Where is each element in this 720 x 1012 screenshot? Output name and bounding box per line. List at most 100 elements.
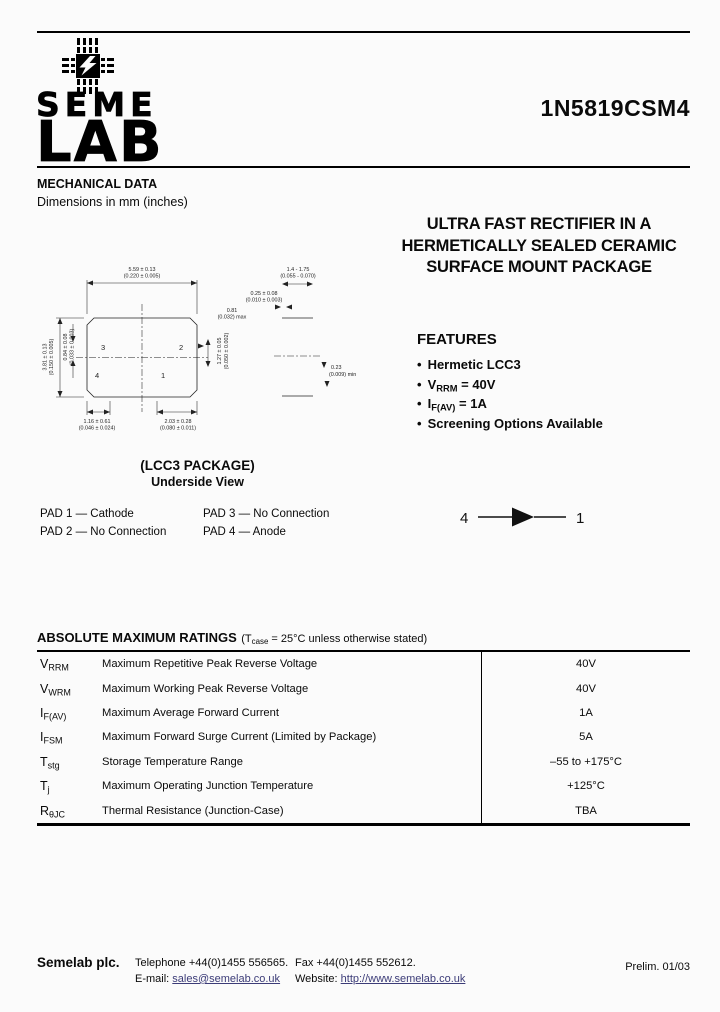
- package-caption-line1: (LCC3 PACKAGE): [140, 458, 255, 473]
- svg-text:4: 4: [95, 371, 99, 380]
- svg-text:(0.220 ± 0.005): (0.220 ± 0.005): [124, 274, 161, 280]
- svg-text:(0.009) min: (0.009) min: [329, 372, 356, 378]
- svg-text:(0.032) max: (0.032) max: [218, 315, 247, 321]
- bullet-icon: •: [417, 357, 422, 372]
- svg-text:(0.033 ± 0.003): (0.033 ± 0.003): [70, 329, 76, 366]
- features-section: FEATURES •Hermetic LCC3 •VRRM = 40V •IF(…: [417, 331, 682, 433]
- rating-value: 5A: [481, 725, 690, 750]
- top-rule: [37, 31, 690, 33]
- svg-text:2.03 ± 0.28: 2.03 ± 0.28: [165, 419, 192, 425]
- table-row: RθJC Thermal Resistance (Junction-Case) …: [37, 798, 690, 823]
- features-title: FEATURES: [417, 331, 497, 348]
- feature-item: •IF(AV) = 1A: [417, 396, 487, 413]
- pad-assignment: PAD 4 — Anode: [203, 525, 286, 538]
- pad-assignment-list: PAD 1 — Cathode PAD 3 — No Connection PA…: [40, 506, 370, 541]
- brand-logo: SEME LAB: [36, 85, 164, 175]
- feature-item: •Screening Options Available: [417, 415, 603, 431]
- svg-text:5.59 ± 0.13: 5.59 ± 0.13: [129, 267, 156, 273]
- footer-website: Website: http://www.semelab.co.uk: [295, 973, 466, 985]
- svg-text:(0.080 ± 0.011): (0.080 ± 0.011): [160, 426, 196, 432]
- svg-text:(0.050 ± 0.002): (0.050 ± 0.002): [224, 333, 230, 370]
- rating-description: Maximum Repetitive Peak Reverse Voltage: [102, 658, 318, 671]
- package-dimension-drawing: 3 2 4 1 5.59 ± 0.13 (0.220 ± 0.005) 3.81…: [40, 262, 370, 449]
- bullet-icon: •: [417, 396, 422, 411]
- brand-line1: SEME: [36, 85, 158, 124]
- svg-text:1.16 ± 0.61: 1.16 ± 0.61: [84, 419, 111, 425]
- svg-text:1.27 ± 0.05: 1.27 ± 0.05: [217, 338, 223, 365]
- footer-email: E-mail: sales@semelab.co.uk: [135, 973, 281, 985]
- diode-pin-left: 4: [460, 510, 468, 527]
- rating-value: +125°C: [481, 774, 690, 799]
- svg-text:(0.010 ± 0.003): (0.010 ± 0.003): [246, 298, 283, 304]
- svg-text:0.23: 0.23: [331, 365, 342, 371]
- ratings-title: ABSOLUTE MAXIMUM RATINGS: [37, 630, 237, 645]
- footer-telephone: Telephone +44(0)1455 556565.: [135, 957, 289, 969]
- rating-value: 40V: [481, 652, 690, 677]
- pad-numbers: 3 2 4 1: [95, 343, 183, 380]
- ratings-table: VRRM Maximum Repetitive Peak Reverse Vol…: [37, 650, 690, 826]
- rating-symbol: Tj: [40, 779, 50, 795]
- pad-assignment: PAD 1 — Cathode: [40, 508, 134, 520]
- website-link[interactable]: http://www.semelab.co.uk: [340, 973, 466, 985]
- package-caption-line2: Underside View: [151, 475, 244, 489]
- mechanical-data-title: MECHANICAL DATA: [37, 177, 158, 191]
- rating-symbol: IF(AV): [40, 706, 67, 722]
- rating-symbol: VRRM: [40, 657, 69, 673]
- rating-description: Thermal Resistance (Junction-Case): [102, 804, 284, 817]
- svg-text:(0.046 ± 0.024): (0.046 ± 0.024): [79, 426, 116, 432]
- rating-symbol: RθJC: [40, 803, 66, 820]
- svg-text:0.81: 0.81: [227, 308, 238, 314]
- revision-label: Prelim. 01/03: [625, 961, 690, 973]
- rating-value: –55 to +175°C: [481, 749, 690, 775]
- rating-description: Storage Temperature Range: [102, 755, 243, 768]
- rating-value: TBA: [481, 798, 690, 823]
- ratings-condition: (Tcase = 25°C unless otherwise stated): [241, 633, 428, 647]
- table-row: IF(AV) Maximum Average Forward Current 1…: [37, 700, 690, 726]
- diode-pin-right: 1: [576, 510, 584, 527]
- header-rule: [37, 166, 690, 168]
- svg-text:1.4 - 1.75: 1.4 - 1.75: [287, 267, 310, 273]
- footer-company: Semelab plc.: [37, 955, 120, 970]
- email-link[interactable]: sales@semelab.co.uk: [172, 973, 281, 985]
- table-row: Tj Maximum Operating Junction Temperatur…: [37, 774, 690, 799]
- rating-value: 1A: [481, 700, 690, 726]
- table-row: IFSM Maximum Forward Surge Current (Limi…: [37, 725, 690, 750]
- page-title-line2: HERMETICALLY SEALED CERAMIC: [401, 236, 677, 255]
- rating-description: Maximum Average Forward Current: [102, 707, 279, 720]
- rating-description: Maximum Working Peak Reverse Voltage: [102, 682, 309, 695]
- footer-fax: Fax +44(0)1455 552612.: [295, 957, 416, 969]
- part-number: 1N5819CSM4: [540, 95, 690, 121]
- page-title: ULTRA FAST RECTIFIER IN A HERMETICALLY S…: [388, 214, 690, 279]
- pad-assignment: PAD 3 — No Connection: [203, 508, 330, 520]
- brand-line2: LAB: [36, 110, 164, 175]
- diode-symbol: 4 1: [458, 502, 593, 539]
- rating-description: Maximum Forward Surge Current (Limited b…: [102, 731, 377, 744]
- package-caption: (LCC3 PACKAGE) Underside View: [100, 457, 295, 490]
- diode-triangle-icon: [512, 507, 534, 527]
- feature-item: •Hermetic LCC3: [417, 357, 521, 372]
- page-title-line1: ULTRA FAST RECTIFIER IN A: [426, 215, 652, 233]
- table-row: VWRM Maximum Working Peak Reverse Voltag…: [37, 676, 690, 701]
- bullet-icon: •: [417, 415, 422, 431]
- pad-assignment: PAD 2 — No Connection: [40, 525, 167, 538]
- feature-item: •VRRM = 40V: [417, 376, 496, 394]
- svg-text:1: 1: [161, 371, 165, 380]
- svg-text:2: 2: [179, 343, 183, 352]
- table-row: Tstg Storage Temperature Range –55 to +1…: [37, 749, 690, 775]
- mechanical-data-heading: MECHANICAL DATA Dimensions in mm (inches…: [37, 175, 188, 211]
- rating-symbol: Tstg: [40, 754, 60, 771]
- svg-text:0.84 ± 0.08: 0.84 ± 0.08: [63, 334, 69, 361]
- rating-symbol: IFSM: [40, 730, 63, 746]
- mechanical-data-subtitle: Dimensions in mm (inches): [37, 195, 188, 209]
- page-title-line3: SURFACE MOUNT PACKAGE: [426, 258, 652, 276]
- semelab-chip-icon: [62, 38, 114, 101]
- svg-text:(0.055 - 0.070): (0.055 - 0.070): [280, 274, 316, 280]
- svg-text:0.25 ± 0.08: 0.25 ± 0.08: [251, 291, 278, 297]
- ratings-heading: ABSOLUTE MAXIMUM RATINGS (Tcase = 25°C u…: [37, 629, 427, 647]
- rating-value: 40V: [481, 676, 690, 701]
- rating-symbol: VWRM: [40, 681, 71, 698]
- bullet-icon: •: [417, 376, 422, 392]
- rating-description: Maximum Operating Junction Temperature: [102, 780, 314, 793]
- table-row: VRRM Maximum Repetitive Peak Reverse Vol…: [37, 652, 690, 677]
